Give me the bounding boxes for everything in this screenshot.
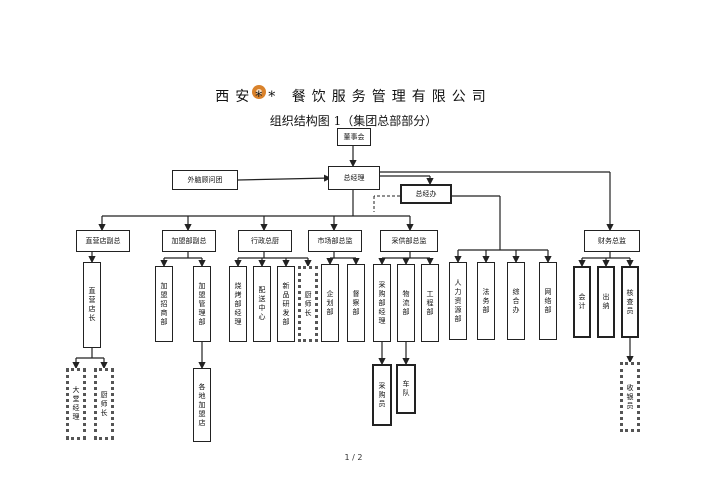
franchise-invest-box: 加盟招商部 (155, 266, 173, 342)
lobby-manager-box: 大堂经理 (66, 368, 86, 440)
chef-head-box: 厨师长 (94, 368, 114, 440)
cashier-box: 出纳 (597, 266, 615, 338)
purchaser-box: 采购员 (372, 364, 392, 426)
delivery-center-box: 配送中心 (253, 266, 271, 342)
accounting-box: 会计 (573, 266, 591, 338)
logistics-box: 物流部 (397, 264, 415, 342)
board-box: 董事会 (337, 128, 371, 146)
page-number: 1 / 2 (344, 453, 363, 462)
fleet-box: 车队 (396, 364, 416, 414)
general-office-box: 综合办 (507, 262, 525, 340)
franchise-manage-box: 加盟管理部 (193, 266, 211, 342)
dept-direct-box: 直营店副总 (76, 230, 130, 252)
chart-subtitle: 组织结构图 1（集团总部部分） (269, 114, 438, 128)
chef-team-box: 厨师长 (298, 266, 318, 342)
dept-purchase-box: 采供部总监 (380, 230, 438, 252)
dept-admin-box: 行政总厨 (238, 230, 292, 252)
collector-box: 收银员 (620, 362, 640, 432)
auditor-box: 核查员 (621, 266, 639, 338)
bbq-manager-box: 烧烤部经理 (229, 266, 247, 342)
company-logo (252, 85, 266, 99)
gm-office-box: 总经办 (400, 184, 452, 204)
gm-box: 总经理 (328, 166, 380, 190)
hr-box: 人力资源部 (449, 262, 467, 340)
product-dev-box: 新品研发部 (277, 266, 295, 342)
network-box: 网络部 (539, 262, 557, 340)
supervision-box: 督察部 (347, 264, 365, 342)
store-manager-box: 直营店长 (83, 262, 101, 348)
purchase-manager-box: 采购部经理 (373, 264, 391, 342)
engineering-box: 工程部 (421, 264, 439, 342)
dept-market-box: 市场部总监 (308, 230, 362, 252)
dept-finance-box: 财务总监 (584, 230, 640, 252)
external-box: 外脑顾问团 (172, 170, 238, 190)
franchise-stores-box: 各地加盟店 (193, 368, 211, 442)
dept-franchise-box: 加盟部副总 (162, 230, 216, 252)
company-title: 西安** 餐饮服务管理有限公司 (215, 89, 492, 105)
legal-box: 法务部 (477, 262, 495, 340)
planning-box: 企划部 (321, 264, 339, 342)
